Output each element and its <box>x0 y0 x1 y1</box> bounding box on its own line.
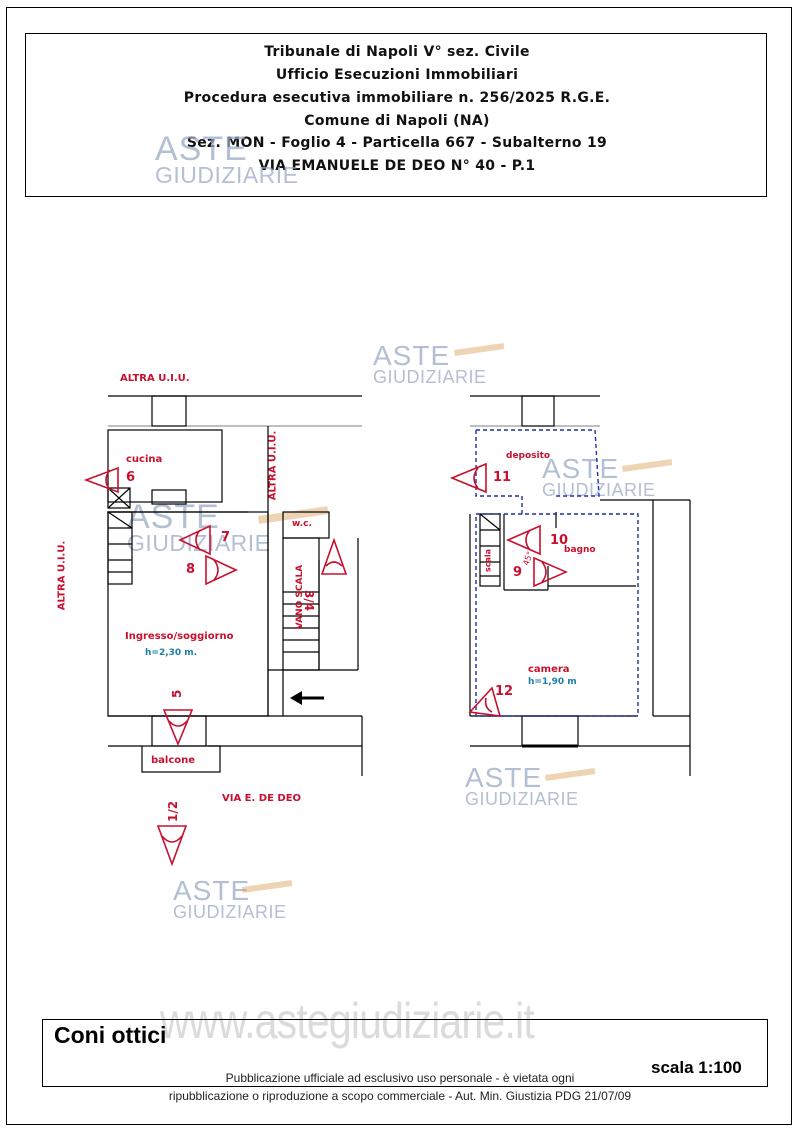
header-address: VIA EMANUELE DE DEO N° 40 - P.1 <box>258 158 536 174</box>
cone-label-7: 7 <box>221 530 231 545</box>
footer-disclaimer-1: Pubblicazione ufficiale ad esclusivo uso… <box>225 1071 575 1085</box>
cone-11 <box>449 462 487 494</box>
cone-label-6: 6 <box>126 470 136 485</box>
cone-label-12: 12 <box>495 684 514 699</box>
label-wc: w.c. <box>292 519 312 529</box>
cone-label-3-4: 3/4 <box>302 590 316 612</box>
label-scala: scala <box>483 548 493 573</box>
gavel-icon <box>242 343 673 893</box>
cone-12 <box>468 686 502 717</box>
page-border <box>6 7 792 1125</box>
entry-arrow-icon <box>290 691 324 705</box>
cone-9-angle: 45° <box>521 550 534 566</box>
label-street: VIA E. DE DEO <box>222 793 302 804</box>
header-court: Tribunale di Napoli V° sez. Civile <box>264 44 530 60</box>
label-cucina: cucina <box>126 454 163 465</box>
header-procedure: Procedura esecutiva immobiliare n. 256/2… <box>183 90 611 106</box>
header-office: Ufficio Esecuzioni Immobiliari <box>275 67 519 83</box>
label-ingresso: Ingresso/soggiorno <box>125 631 234 642</box>
label-camera: camera <box>528 664 570 675</box>
footer-scale: scala 1:100 <box>651 1058 742 1077</box>
cone-label-9: 9 <box>513 565 523 580</box>
cone-9 <box>533 556 568 588</box>
footer-title: Coni ottici <box>54 1022 167 1048</box>
unit-boundary <box>475 429 639 717</box>
header-cadastral: Sez. MON - Foglio 4 - Particella 667 - S… <box>186 135 608 151</box>
label-bagno: bagno <box>564 545 596 555</box>
header-box: Tribunale di Napoli V° sez. Civile Uffic… <box>25 33 767 197</box>
view-cones <box>83 462 568 867</box>
footer-box <box>42 1019 768 1087</box>
label-altra-uiu-right: ALTRA U.I.U. <box>267 430 279 501</box>
footer-disclaimer-2: ripubblicazione o riproduzione a scopo c… <box>168 1089 632 1103</box>
label-altra-uiu-left: ALTRA U.I.U. <box>56 540 68 611</box>
watermark-site: www.astegiudiziarie.it <box>160 993 535 1049</box>
label-balcone: balcone <box>151 755 196 766</box>
label-altra-uiu-top: ALTRA U.I.U. <box>120 373 190 384</box>
label-height-right: h=1,90 m <box>528 677 577 687</box>
label-height-left: h=2,30 m. <box>145 648 198 658</box>
cone-1-2 <box>156 825 188 867</box>
cone-8 <box>205 554 238 586</box>
cone-3-4 <box>320 537 348 575</box>
cone-label-5: 5 <box>170 689 184 698</box>
label-deposito: deposito <box>506 451 551 461</box>
left-plan <box>107 395 363 776</box>
right-plan <box>469 395 691 776</box>
cone-6 <box>83 466 119 494</box>
cone-label-10: 10 <box>550 533 569 548</box>
cone-label-1-2: 1/2 <box>166 800 180 822</box>
cone-label-11: 11 <box>493 470 512 485</box>
cone-10 <box>506 524 541 556</box>
cone-7 <box>178 524 211 556</box>
header-municipality: Comune di Napoli (NA) <box>304 113 490 129</box>
cone-label-8: 8 <box>186 562 196 577</box>
cone-5 <box>162 709 194 747</box>
